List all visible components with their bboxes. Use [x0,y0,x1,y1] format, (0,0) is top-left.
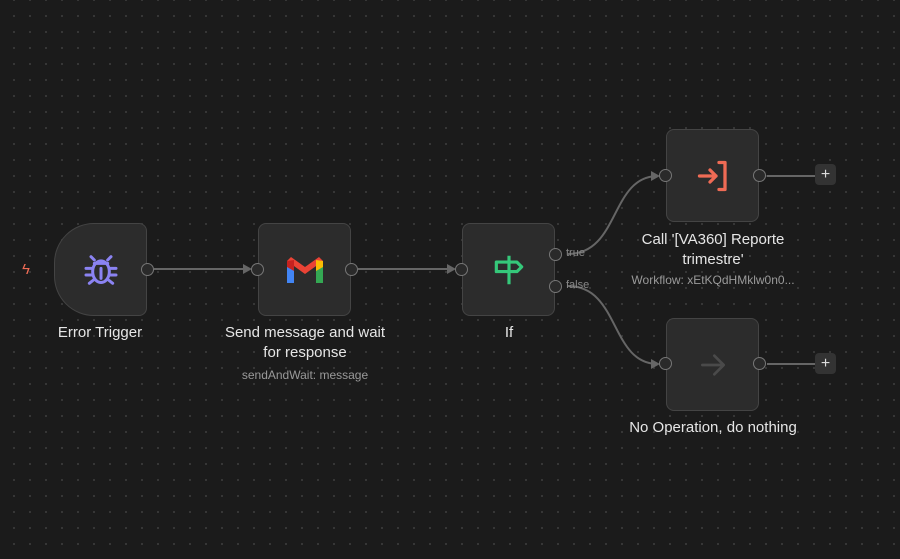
node-label: Call '[VA360] Reporte trimestre' [642,230,785,270]
label-line: for response [263,344,347,361]
output-handle[interactable] [345,263,358,276]
input-handle[interactable] [251,263,264,276]
arrow-right-icon [700,353,725,376]
branch-label-true: true [566,247,585,259]
node-noop[interactable] [666,318,759,411]
node-label: No Operation, do nothing [629,419,797,436]
node-subtitle: Workflow: xEtKQdHMklw0n0... [631,273,795,287]
bug-icon [84,254,117,285]
input-handle[interactable] [659,357,672,370]
input-handle[interactable] [659,169,672,182]
signpost-icon [494,255,523,284]
output-handle-true[interactable] [549,248,562,261]
edge-if-true-call [567,175,659,255]
node-execute-workflow[interactable] [666,129,759,222]
node-subtitle: sendAndWait: message [241,368,369,382]
label-line: Call '[VA360] Reporte [641,231,785,248]
node-label: If [504,324,514,341]
sign-in-icon [697,160,727,191]
edge-if-false-noop [567,285,659,365]
add-node-button[interactable]: + [815,164,836,185]
output-handle[interactable] [753,169,766,182]
output-handle-false[interactable] [549,280,562,293]
node-label: Send message and wait for response [225,323,385,363]
branch-label-false: false [566,279,590,291]
input-handle[interactable] [455,263,468,276]
gmail-icon [286,256,323,283]
node-if[interactable] [462,223,555,316]
trigger-bolt-icon: ϟ [22,261,30,278]
label-line: trimestre' [682,251,744,268]
node-error-trigger[interactable] [54,223,147,316]
output-handle[interactable] [141,263,154,276]
label-line: Send message and wait [224,324,386,341]
node-label: Error Trigger [57,324,143,341]
node-gmail[interactable] [258,223,351,316]
add-node-button[interactable]: + [815,353,836,374]
output-handle[interactable] [753,357,766,370]
